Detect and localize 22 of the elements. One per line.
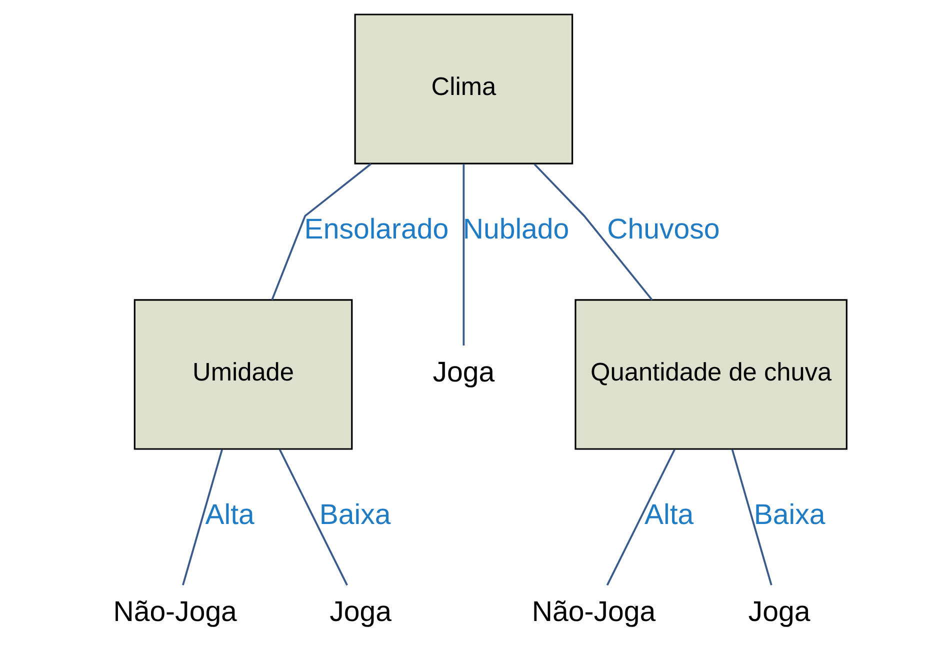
edge-label: Alta bbox=[204, 499, 254, 532]
edge-label: Nublado bbox=[462, 214, 569, 246]
connector bbox=[182, 449, 222, 586]
edge-label: Baixa bbox=[753, 499, 825, 532]
edge-label: Chuvoso bbox=[606, 214, 720, 246]
node-box: Clima bbox=[354, 14, 573, 164]
edge-label: Alta bbox=[644, 499, 694, 532]
node-box: Quantidade de chuva bbox=[574, 299, 847, 450]
connector bbox=[270, 163, 372, 300]
connector bbox=[606, 449, 675, 586]
node-text: Joga bbox=[748, 596, 810, 628]
edge-label: Baixa bbox=[318, 499, 390, 532]
node-text: Não-Joga bbox=[531, 596, 656, 628]
edge-label: Ensolarado bbox=[304, 214, 448, 246]
connector bbox=[462, 164, 464, 346]
connector bbox=[533, 164, 652, 301]
node-text: Joga bbox=[329, 596, 392, 628]
node-text: Joga bbox=[432, 356, 494, 388]
connector bbox=[730, 449, 772, 586]
connector bbox=[278, 449, 348, 586]
node-text: Não-Joga bbox=[112, 596, 236, 628]
node-box: Umidade bbox=[133, 299, 352, 450]
